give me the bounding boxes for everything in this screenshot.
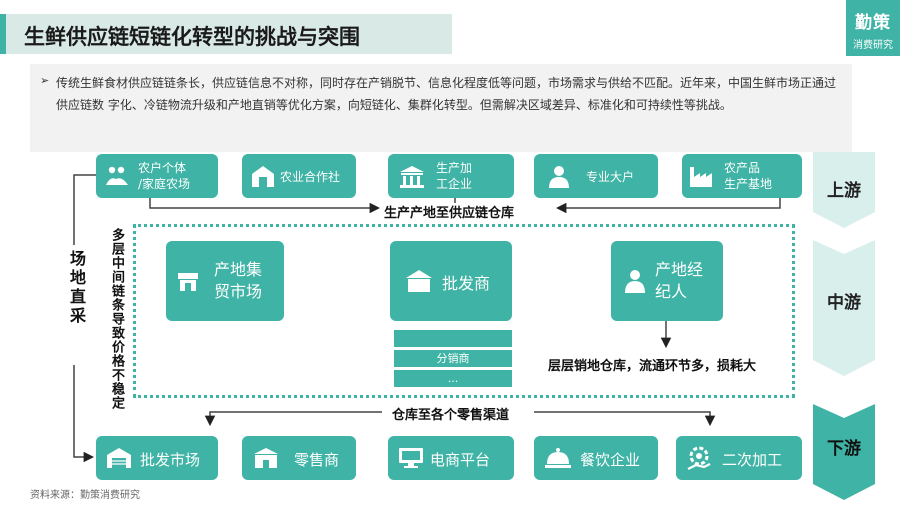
direct-line-top [73,174,96,245]
brand-subtitle: 消费研究 [853,40,893,51]
upstream-box-farmer: 农户个体 /家庭农场 [96,154,218,198]
title-bar: 生鲜供应链短链化转型的挑战与突围 [0,14,452,54]
downstream-label: 零售商 [294,451,340,469]
agent-person-icon [625,270,645,293]
midstream-label: 产地经 纪人 [655,260,704,301]
downstream-box-wholesale-market: 批发市场 [96,436,218,480]
stage-label: 上游 [827,181,861,201]
store-icon [254,448,278,468]
up-arrow-right [555,198,781,214]
factory-building-icon [400,166,424,188]
person-icon [549,166,569,188]
upstream-label: 农户个体 /家庭农场 [138,161,191,191]
down-arrow-right [534,411,716,427]
direct-line-bottom [73,365,95,463]
distribution-bar: 分销商 [394,350,512,367]
flow-label-layered: 层层销地仓库，流通环节多，损耗大 [548,359,757,374]
stage-midstream: 中游 [813,240,875,376]
midstream-box-market: 产地集 贸市场 [166,241,284,321]
midstream-box-agent: 产地经 纪人 [611,241,723,321]
flow-label-multilayer: 多层中间链条导致价格不稳定 [109,228,124,410]
upstream-label: 生产加 工企业 [436,161,473,191]
gear-hand-icon [687,446,711,470]
source-note: 资料来源：勤策消费研究 [30,490,140,501]
upstream-box-large-farmer: 专业大户 [534,154,658,198]
flow-label-to-retail: 仓库至各个零售渠道 [392,408,510,423]
distribution-bar: ... [394,370,512,387]
downstream-label: 二次加工 [722,451,783,469]
intro-panel: ➢ 传统生鲜食材供应链链条长，供应链信息不对称，同时存在产销脱节、信息化程度低等… [30,64,852,152]
midstream-label: 产地集 贸市场 [214,260,263,301]
market-stall-icon [178,273,198,291]
warehouse-icon [107,448,131,468]
downstream-box-reprocessing: 二次加工 [676,436,802,480]
shop-icon [406,270,432,292]
flow-label-direct: 场地直采 [64,250,88,326]
upstream-label: 专业大户 [586,170,635,184]
upstream-box-base: 农产品 生产基地 [682,154,802,198]
downstream-box-catering: 餐饮企业 [534,436,658,480]
intro-text: 传统生鲜食材供应链链条长，供应链信息不对称，同时存在产销脱节、信息化程度低等问题… [56,76,837,112]
upstream-box-coop: 农业合作社 [242,154,356,198]
cloche-icon [545,448,571,468]
stage-label: 中游 [827,293,861,313]
flow-label-to-warehouse: 生产产地至供应链仓库 [384,206,515,221]
distribution-bar [394,330,512,347]
stage-label: 下游 [827,439,861,459]
stage-chevron [813,240,875,376]
upstream-label: 农业合作社 [280,170,341,184]
midstream-container [133,224,795,398]
farmer-hands-icon [106,166,128,185]
up-arrow-left [149,198,381,214]
brand-logo: 勤策 消费研究 [846,0,900,56]
downstream-box-ecommerce: 电商平台 [388,436,514,480]
bullet-arrow-icon: ➢ [40,74,50,87]
monitor-icon [399,448,423,468]
industrial-plant-icon [690,167,712,187]
midstream-label: 批发商 [442,274,491,293]
brand-name: 勤策 [855,13,891,33]
stage-downstream: 下游 [813,404,875,500]
stage-chevron [813,152,875,228]
downstream-label: 批发市场 [140,451,201,469]
page-title: 生鲜供应链短链化转型的挑战与突围 [24,25,360,49]
upstream-label: 农产品 生产基地 [724,161,773,191]
down-arrow-left [204,411,382,427]
stage-upstream: 上游 [813,152,875,228]
downstream-box-retailer: 零售商 [242,436,356,480]
barn-icon [252,166,274,187]
stage-chevron [813,404,875,500]
downstream-label: 电商平台 [430,451,491,469]
upstream-box-processor: 生产加 工企业 [388,154,514,198]
downstream-label: 餐饮企业 [580,451,641,469]
midstream-box-wholesaler: 批发商 [390,241,512,321]
